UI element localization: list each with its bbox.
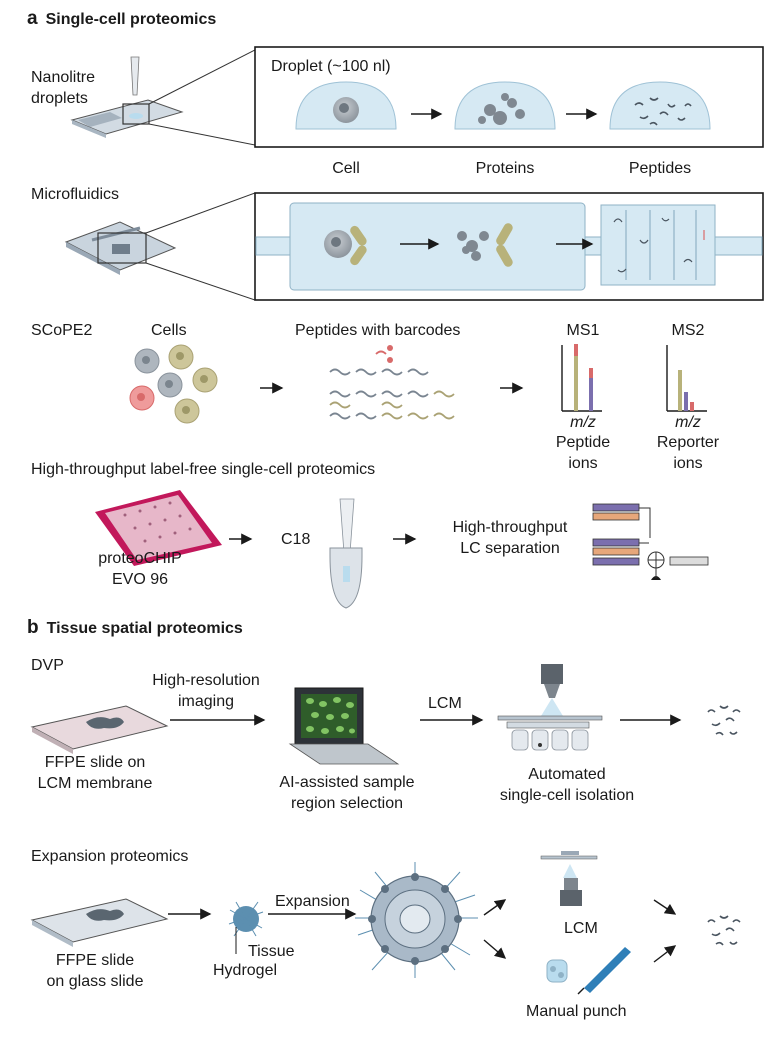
barcoded-peptides-icon (329, 345, 455, 420)
expansion-slide-line2: on glass slide (46, 973, 144, 990)
panel-b-letter: b (27, 617, 39, 638)
dvp-lcm-label: LCM (428, 695, 462, 712)
expansion-lcm-label: LCM (564, 920, 598, 937)
expansion-proteomics-label: Expansion proteomics (31, 848, 189, 865)
dvp-slide-line1: FFPE slide on (44, 754, 146, 771)
microfluidic-serpentine (613, 210, 705, 280)
expansion-slide-line1: FFPE slide (55, 952, 135, 969)
c18-tip-icon (329, 498, 363, 609)
manual-punch-label: Manual punch (526, 1003, 627, 1020)
nanolitre-label: Nanolitre droplets (31, 67, 95, 109)
expansion-step-label: Expansion (275, 893, 350, 910)
ai-line1: AI-assisted sample (279, 774, 415, 791)
dvp-label: DVP (31, 657, 64, 674)
expansion-lcm-icon (540, 851, 598, 906)
hydrogel-label: Hydrogel (213, 962, 278, 979)
step-proteins-label: Proteins (475, 160, 535, 177)
imaging-line1: High-resolution (152, 672, 260, 689)
label-free-title: High-throughput label-free single-cell p… (31, 461, 376, 478)
lc-separation-label: High-throughput LC separation (435, 517, 585, 559)
expansion-slide-icon (30, 898, 169, 947)
lc-separation-icon (592, 503, 709, 580)
panel-b-title: Tissue spatial proteomics (46, 620, 243, 637)
c18-label: C18 (281, 531, 311, 548)
ms2-label: MS2 (671, 322, 705, 339)
peptides-barcodes-label: Peptides with barcodes (295, 322, 461, 339)
step-peptides-label: Peptides (628, 160, 692, 177)
droplet-peptides-icon (609, 81, 711, 130)
expansion-slide-label: FFPE slide on glass slide (20, 950, 170, 992)
proteochip-icon (95, 490, 222, 566)
imaging-label: High-resolution imaging (136, 670, 276, 712)
dvp-slide-line2: LCM membrane (37, 775, 153, 792)
scope2-label: SCoPE2 (31, 322, 93, 339)
nanolitre-label-line1: Nanolitre (31, 69, 96, 86)
microfluidic-cell-icon (324, 225, 367, 266)
lc-line2: LC separation (460, 540, 560, 557)
panel-b-header: b Tissue spatial proteomics (27, 617, 243, 639)
expansion-peptides-icon (707, 915, 741, 946)
proteochip-line1: proteoCHIP (98, 550, 182, 567)
step-cell-label: Cell (332, 160, 360, 177)
expanded-tissue-icon (355, 862, 478, 978)
ms2-mz-label: m/z (675, 414, 701, 431)
scope2-cells-icon (129, 344, 218, 424)
panel-a-header: a Single-cell proteomics (27, 8, 216, 30)
droplet-proteins-icon (454, 81, 556, 130)
panel-a-title: Single-cell proteomics (45, 11, 217, 28)
ms1-caption-line2: ions (568, 455, 598, 472)
microfluidic-proteins-icon (457, 223, 513, 267)
ms1-caption-line1: Peptide (555, 434, 611, 451)
imaging-line2: imaging (177, 693, 235, 710)
ai-selection-label: AI-assisted sample region selection (262, 772, 432, 814)
manual-punch-icon (546, 947, 631, 995)
droplet-box-title: Droplet (~100 nl) (271, 58, 391, 75)
automated-isolation-label: Automated single-cell isolation (482, 764, 652, 806)
microfluidics-label: Microfluidics (31, 186, 120, 203)
microfluidic-chip-icon (64, 192, 256, 301)
tissue-label: Tissue (248, 943, 295, 960)
ms2-caption-line2: ions (673, 455, 703, 472)
ms2-caption-line1: Reporter (656, 434, 720, 451)
lc-line1: High-throughput (452, 519, 568, 536)
nanolitre-label-line2: droplets (31, 90, 88, 107)
ms2-spectrum-icon (666, 345, 707, 412)
proteochip-line2: EVO 96 (111, 571, 169, 588)
laptop-icon (288, 687, 400, 765)
hydrogel-tissue-icon (228, 901, 264, 954)
cells-label: Cells (151, 322, 187, 339)
ms1-spectrum-icon (561, 344, 602, 412)
droplet-cell-icon (295, 81, 397, 130)
ms1-caption: Peptide ions (545, 432, 621, 474)
auto-line1: Automated (528, 766, 606, 783)
ms1-mz-label: m/z (570, 414, 596, 431)
dvp-peptides-icon (707, 705, 741, 736)
ms1-label: MS1 (566, 322, 600, 339)
proteochip-label: proteoCHIP EVO 96 (75, 548, 205, 590)
dvp-lcm-icon (497, 664, 603, 751)
nanolitre-slide-icon (70, 49, 256, 146)
ai-line2: region selection (290, 795, 404, 812)
dvp-slide-label: FFPE slide on LCM membrane (20, 752, 170, 794)
dvp-slide-icon (30, 705, 169, 754)
auto-line2: single-cell isolation (499, 787, 635, 804)
panel-a-letter: a (27, 8, 38, 29)
ms2-caption: Reporter ions (645, 432, 731, 474)
